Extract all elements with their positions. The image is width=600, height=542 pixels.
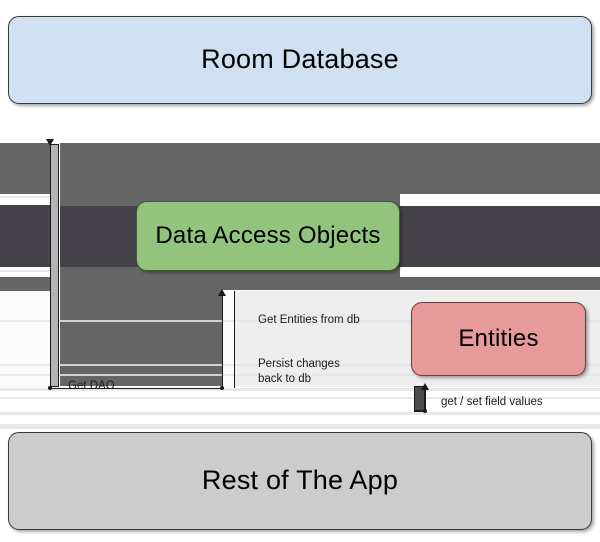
band-main-lower <box>60 277 600 290</box>
lifeline-dao-right <box>234 291 235 388</box>
band-upper-left <box>0 143 50 194</box>
streak-4 <box>0 397 600 399</box>
band-faint-gap <box>222 291 234 387</box>
node-data-access-objects[interactable]: Data Access Objects <box>136 201 400 271</box>
node-room-database-label: Room Database <box>201 44 399 75</box>
message-label-get-set-field-values: get / set field values <box>441 396 543 408</box>
band-main-block <box>60 290 222 386</box>
band-main-gutter2 <box>60 267 400 277</box>
streak-7 <box>0 320 600 322</box>
streak-1 <box>0 196 50 198</box>
node-entities-label: Entities <box>458 324 539 352</box>
streak-9 <box>0 374 600 376</box>
streak-3 <box>0 388 600 391</box>
message-label-persist-changes: Persist changes back to db <box>258 358 340 385</box>
band-mid-left <box>0 205 50 267</box>
node-room-database[interactable]: Room Database <box>8 16 592 104</box>
arrowhead-get-set <box>421 383 429 390</box>
streak-8 <box>0 364 600 366</box>
band-main-upper <box>60 143 600 194</box>
node-rest-of-the-app-label: Rest of The App <box>201 465 399 496</box>
band-faint-left <box>0 291 50 387</box>
arrowhead-get-entities <box>218 289 226 296</box>
lifeline-dao <box>222 291 223 388</box>
node-entities[interactable]: Entities <box>411 302 586 376</box>
streak-2 <box>0 270 50 272</box>
message-label-get-dao: Get DAO <box>68 380 115 392</box>
lifeline-room-database <box>50 143 51 388</box>
streak-5 <box>0 412 600 415</box>
lifeline-entities <box>425 386 426 412</box>
activation-bar-entities <box>414 386 425 411</box>
streak-6 <box>0 424 600 429</box>
arrowhead-get-dao-top <box>46 139 54 146</box>
band-lower-left <box>0 277 50 291</box>
message-label-get-entities: Get Entities from db <box>258 314 360 326</box>
arrowdot-get-entities <box>220 386 224 390</box>
node-data-access-objects-label: Data Access Objects <box>155 221 381 249</box>
activation-bar-room-database <box>50 144 59 387</box>
arrowline-get-set <box>414 411 426 412</box>
node-rest-of-the-app[interactable]: Rest of The App <box>8 432 592 530</box>
arrowline-get-dao <box>50 388 222 389</box>
